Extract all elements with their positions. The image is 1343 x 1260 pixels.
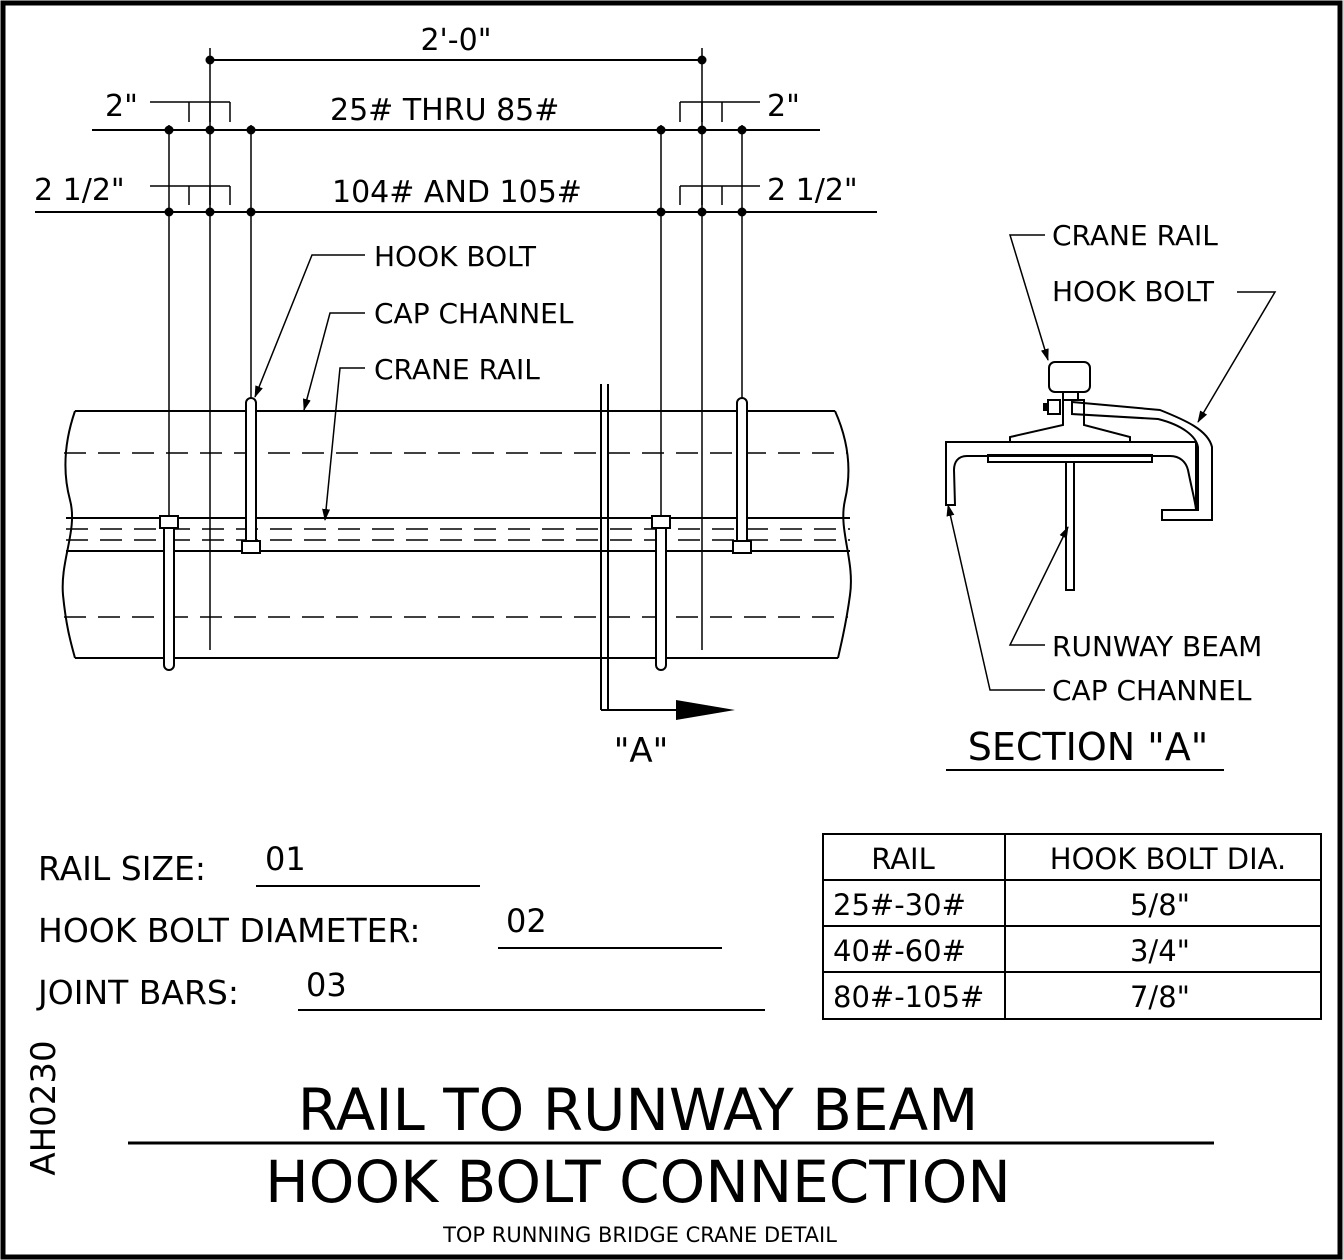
dim-row1-right: 2" [767, 89, 800, 124]
field-value-rail-size: 01 [265, 840, 306, 878]
dim-row1-center: 25# THRU 85# [330, 93, 559, 128]
callout-hook-bolt: HOOK BOLT [374, 240, 537, 273]
title-line-1: RAIL TO RUNWAY BEAM [298, 1076, 979, 1144]
dim-row2-center: 104# AND 105# [332, 175, 582, 210]
field-value-hook-bolt-diameter: 02 [506, 902, 547, 940]
dim-row2-left: 2 1/2" [34, 173, 125, 208]
field-label-joint-bars: JOINT BARS: [36, 973, 239, 1012]
dimension-lines [35, 48, 877, 650]
dim-row2-right: 2 1/2" [767, 173, 858, 208]
elevation-leaders [254, 254, 365, 521]
hook-bolt-table [822, 833, 1322, 1020]
title-line-2: HOOK BOLT CONNECTION [265, 1148, 1011, 1216]
section-cut-marker [600, 384, 735, 720]
dim-row1-left: 2" [105, 89, 138, 124]
section-leaders [946, 234, 1277, 691]
table-cell-dia-3: 7/8" [1130, 980, 1190, 1014]
drawing-id: AH0230 [24, 1040, 64, 1175]
section-callout-runway-beam: RUNWAY BEAM [1052, 630, 1262, 663]
table-cell-rail-1: 25#-30# [833, 888, 966, 922]
elevation-view [61, 410, 852, 659]
section-callout-crane-rail: CRANE RAIL [1052, 219, 1218, 252]
section-title: SECTION "A" [968, 725, 1208, 769]
table-cell-rail-3: 80#-105# [833, 980, 984, 1014]
subtitle: TOP RUNNING BRIDGE CRANE DETAIL [442, 1223, 837, 1247]
callout-cap-channel: CAP CHANNEL [374, 297, 574, 330]
field-label-rail-size: RAIL SIZE: [38, 849, 206, 888]
table-cell-dia-1: 5/8" [1130, 888, 1190, 922]
dim-overall: 2'-0" [420, 23, 491, 58]
field-label-hook-bolt-diameter: HOOK BOLT DIAMETER: [38, 911, 421, 950]
section-marker-label: "A" [614, 731, 669, 771]
elevation-hook-bolts [159, 397, 752, 671]
section-callout-cap-channel: CAP CHANNEL [1052, 674, 1252, 707]
callout-crane-rail: CRANE RAIL [374, 353, 540, 386]
table-cell-rail-2: 40#-60# [833, 934, 966, 968]
table-header-bolt-dia: HOOK BOLT DIA. [1050, 842, 1286, 876]
section-a-view [945, 361, 1213, 591]
table-header-rail: RAIL [871, 842, 935, 876]
section-callout-hook-bolt: HOOK BOLT [1052, 275, 1215, 308]
table-cell-dia-2: 3/4" [1130, 934, 1190, 968]
field-value-joint-bars: 03 [306, 966, 347, 1004]
